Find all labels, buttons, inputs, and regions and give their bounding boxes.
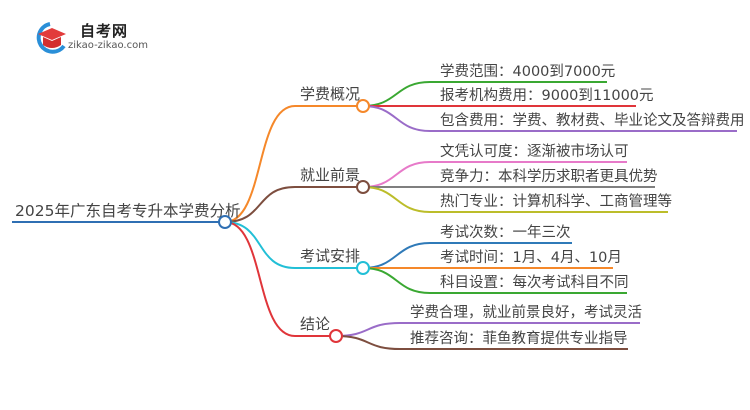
leaf-connector bbox=[362, 186, 668, 213]
root-label: 2025年广东自考专升本学费分析 bbox=[15, 202, 240, 220]
leaf-label: 考试次数：一年三次 bbox=[440, 224, 571, 241]
leaf-label: 推荐咨询：菲鱼教育提供专业指导 bbox=[410, 329, 628, 347]
leaf-label: 包含费用：学费、教材费、毕业论文及答辩费用 bbox=[440, 112, 745, 129]
leaf-label: 竞争力：本科学历求职者更具优势 bbox=[440, 167, 658, 185]
branch-connector bbox=[224, 221, 336, 337]
leaf-label: 报考机构费用：9000到11000元 bbox=[440, 87, 654, 104]
logo-url: zikao-zikao.com bbox=[68, 40, 148, 51]
branch-node-circle bbox=[329, 329, 343, 343]
leaf-connector bbox=[362, 105, 737, 132]
leaf-label: 热门专业：计算机科学、工商管理等 bbox=[440, 192, 672, 210]
branch-label: 结论 bbox=[300, 315, 330, 333]
root-node-circle bbox=[218, 215, 232, 229]
leaf-label: 考试时间：1月、4月、10月 bbox=[440, 249, 622, 266]
branch-label: 学费概况 bbox=[300, 85, 360, 103]
leaf-label: 学费合理，就业前景良好，考试灵活 bbox=[410, 304, 642, 321]
leaf-label: 科目设置：每次考试科目不同 bbox=[440, 274, 629, 291]
leaf-connector bbox=[335, 335, 628, 350]
leaf-connector bbox=[362, 242, 572, 269]
branch-connector bbox=[224, 105, 363, 223]
branch-node-circle bbox=[356, 180, 370, 194]
logo-title: 自考网 bbox=[80, 22, 129, 40]
branch-connector bbox=[224, 186, 363, 223]
branch-node-circle bbox=[356, 99, 370, 113]
leaf-label: 文凭认可度：逐渐被市场认可 bbox=[440, 143, 629, 160]
branch-label: 考试安排 bbox=[300, 247, 360, 265]
leaf-connector bbox=[335, 322, 640, 337]
branch-connector bbox=[224, 221, 363, 269]
leaf-label: 学费范围：4000到7000元 bbox=[440, 63, 615, 80]
logo-icon bbox=[36, 22, 66, 54]
leaf-connector bbox=[362, 267, 627, 294]
branch-node-circle bbox=[356, 261, 370, 275]
branch-label: 就业前景 bbox=[300, 166, 360, 184]
leaf-connector bbox=[362, 161, 627, 188]
